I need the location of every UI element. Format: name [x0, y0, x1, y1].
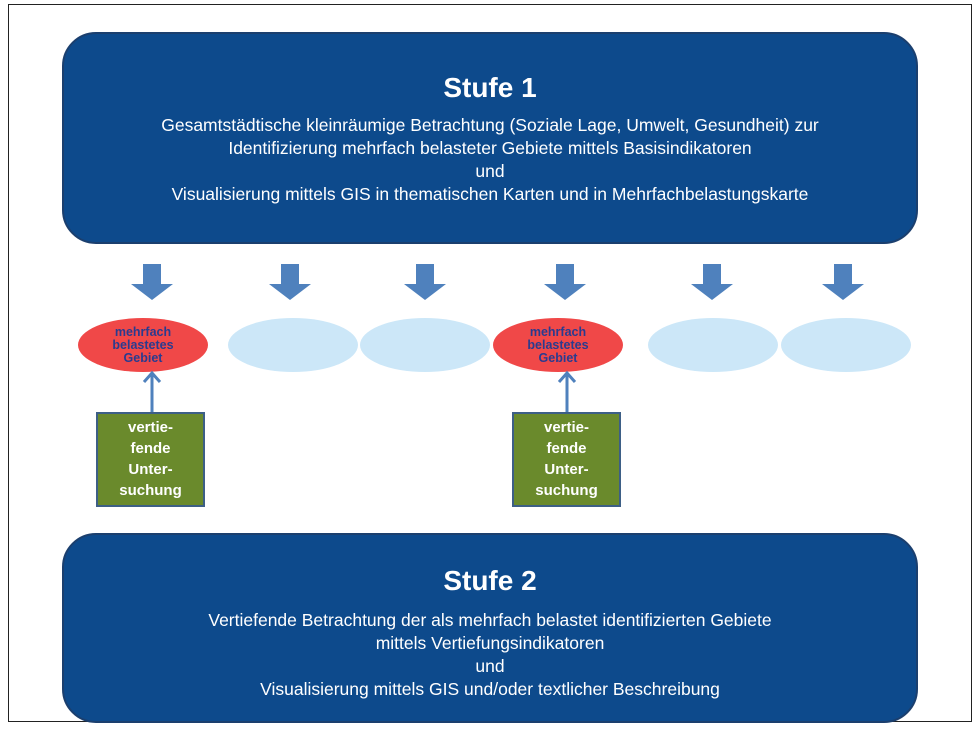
down-arrow-icon: [543, 264, 587, 300]
down-arrow-icon: [821, 264, 865, 300]
area-ellipse: [360, 318, 490, 372]
area-label: mehrfach: [114, 324, 172, 339]
stufe-1-title: Stufe 1: [443, 72, 537, 103]
stufe-2-line: Vertiefende Betrachtung der als mehrfach…: [208, 610, 772, 630]
up-arrow-icon: [142, 370, 162, 414]
investigation-text: fende: [546, 440, 587, 457]
area-label: belastetes: [527, 337, 589, 352]
area-label: mehrfach: [529, 324, 587, 339]
investigation-box-1: vertie- fende Unter- suchung: [96, 412, 205, 507]
area-label: Gebiet: [123, 350, 163, 365]
stufe-1-line: Visualisierung mittels GIS in thematisch…: [171, 184, 809, 204]
stufe-1-line: und: [475, 161, 505, 181]
stufe-1-line: Identifizierung mehrfach belasteter Gebi…: [228, 138, 752, 158]
investigation-text: suchung: [119, 482, 182, 499]
down-arrow-icon: [403, 264, 447, 300]
investigation-box-2: vertie- fende Unter- suchung: [512, 412, 621, 507]
stufe-2-line: mittels Vertiefungsindikatoren: [375, 633, 605, 653]
investigation-text: suchung: [535, 482, 598, 499]
investigation-text: Unter-: [544, 461, 589, 478]
stufe-1-box: Stufe 1 Gesamtstädtische kleinräumige Be…: [62, 32, 918, 244]
investigation-text: fende: [130, 440, 171, 457]
investigation-text: Unter-: [128, 461, 173, 478]
stufe-2-line: Visualisierung mittels GIS und/oder text…: [260, 679, 720, 699]
area-ellipse: [228, 318, 358, 372]
down-arrow-icon: [690, 264, 734, 300]
stufe-1-line: Gesamtstädtische kleinräumige Betrachtun…: [161, 115, 819, 135]
stufe-2-line: und: [475, 656, 505, 676]
area-ellipse: [648, 318, 778, 372]
area-label: Gebiet: [538, 350, 578, 365]
area-label: belastetes: [112, 337, 174, 352]
investigation-text: vertie-: [127, 419, 174, 436]
up-arrow-icon: [557, 370, 577, 414]
down-arrow-icon: [130, 264, 174, 300]
stufe-2-title: Stufe 2: [443, 565, 537, 596]
investigation-text: vertie-: [543, 419, 590, 436]
stufe-2-box: Stufe 2 Vertiefende Betrachtung der als …: [62, 533, 918, 723]
area-ellipse: [781, 318, 911, 372]
down-arrow-icon: [268, 264, 312, 300]
